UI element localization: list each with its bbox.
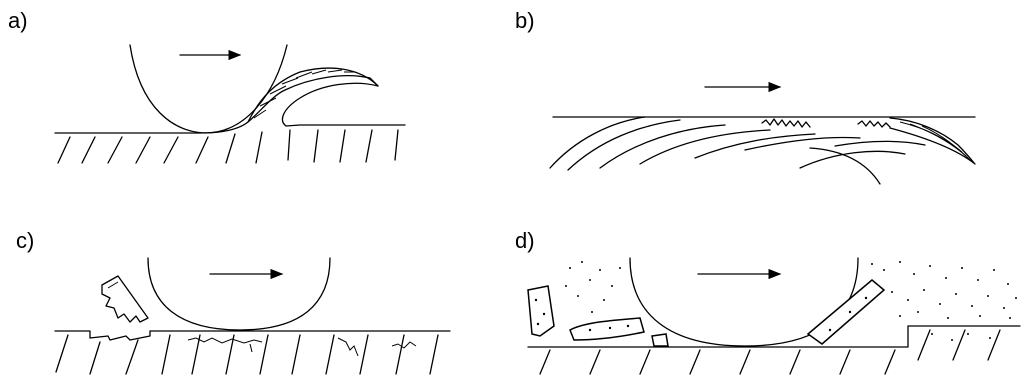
panel-b-wedge xyxy=(890,118,975,164)
panel-b-rough-zone-1 xyxy=(762,119,810,127)
panel-a-diagram xyxy=(55,45,405,163)
panel-c-diagram xyxy=(55,258,450,374)
panel-b-rough-zone-2 xyxy=(858,121,890,127)
panel-a-indenter xyxy=(130,45,287,133)
panel-d-particle-left xyxy=(528,286,554,336)
panel-c-substrate-hatch xyxy=(56,335,438,374)
panel-d-particle-rod xyxy=(808,280,884,344)
panel-c-indenter xyxy=(148,258,330,330)
panel-d-particle-flat xyxy=(570,318,644,340)
panel-a-chip-hatch xyxy=(254,70,370,118)
panel-c-cracks xyxy=(188,338,416,356)
panel-d-diagram xyxy=(528,258,1020,374)
panel-c-surface-line xyxy=(55,331,450,340)
panel-a-surface-line xyxy=(55,76,405,133)
panel-c-debris xyxy=(102,276,148,322)
panel-d-particle-small xyxy=(652,334,668,346)
panel-b-diagram xyxy=(550,87,975,184)
panel-a-substrate-hatch xyxy=(58,130,398,163)
panel-b-arcs xyxy=(550,117,925,184)
